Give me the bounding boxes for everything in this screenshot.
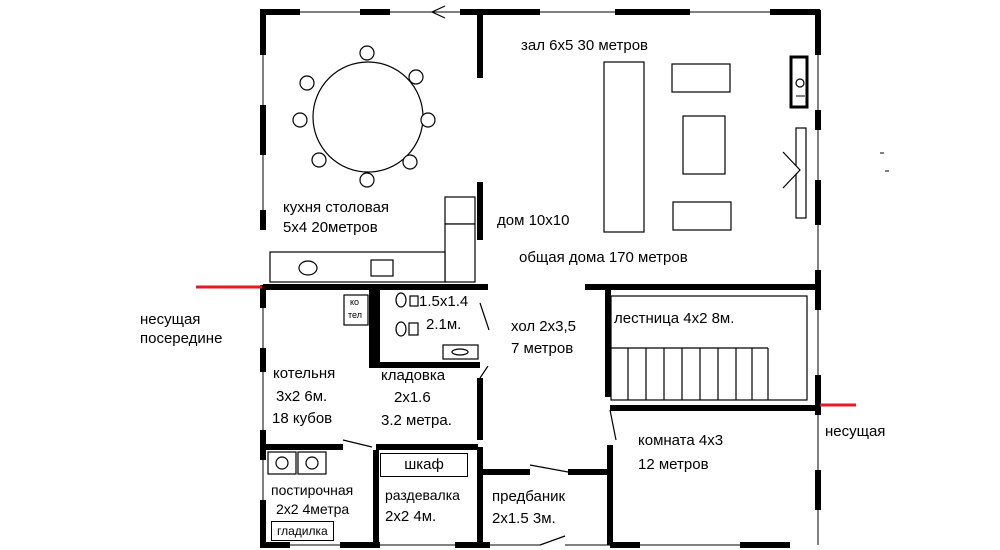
wc-area-label: 2.1м.: [426, 316, 462, 333]
kitchen-area-label: 5х4 20метров: [283, 219, 378, 236]
boiler-room-size-label: 3х2 6м.: [276, 388, 328, 405]
storage-size-label: 2х1.6: [394, 389, 431, 406]
boiler-equipment-sublabel: тел: [348, 310, 362, 320]
hallway-label: хол 2х3,5: [511, 318, 576, 335]
laundry-machines: [267, 451, 327, 475]
stray-marks: [880, 152, 889, 172]
boiler-equipment-label: ко: [350, 297, 360, 307]
kitchen-label: кухня столовая: [283, 199, 390, 216]
laundry-area-label: 2х2 4метра: [276, 501, 350, 517]
wardrobe-label: шкаф: [380, 453, 468, 477]
boiler-room-label: котельня: [273, 365, 336, 382]
load-bearing-mid-sublabel: посередине: [140, 330, 223, 347]
anteroom-area-label: 2х1.5 3м.: [492, 510, 556, 527]
dining-table: [292, 45, 436, 188]
stairs-label: лестница 4х2 8м.: [614, 310, 735, 327]
wc-size-label: 1.5х1.4: [419, 293, 469, 310]
changing-room-label: раздевалка: [385, 487, 460, 503]
load-bearing-mid-label: несущая: [140, 311, 201, 328]
storage-area-label: 3.2 метра.: [381, 412, 452, 429]
window-glazing: [262, 11, 819, 546]
boiler-equipment: [343, 294, 369, 326]
entry-door: [430, 5, 446, 19]
staircase: [610, 295, 808, 401]
fireplace: [789, 55, 809, 109]
storage-label: кладовка: [381, 367, 446, 384]
load-bearing-markers: [196, 285, 856, 407]
boiler-room-volume-label: 18 кубов: [272, 410, 333, 427]
load-bearing-right-label: несущая: [825, 423, 886, 440]
room-area-label: 12 метров: [638, 456, 709, 473]
house-size-label: дом 10х10: [497, 212, 570, 229]
hallway-area-label: 7 метров: [511, 340, 574, 357]
room-label: комната 4х3: [638, 432, 724, 449]
living-furniture: [603, 61, 807, 233]
total-area-label: общая дома 170 метров: [519, 249, 688, 266]
inner-walls: [263, 10, 818, 545]
kitchen-counter: [269, 196, 476, 283]
anteroom-label: предбаник: [492, 488, 566, 505]
outer-walls: [260, 9, 821, 548]
changing-room-area-label: 2х2 4м.: [385, 508, 437, 525]
door-swings: [342, 302, 617, 546]
laundry-label: постирочная: [271, 482, 354, 498]
ironing-label: гладилка: [271, 521, 334, 541]
hall-label: зал 6х5 30 метров: [521, 37, 649, 54]
bathroom-fixtures: [395, 292, 479, 360]
